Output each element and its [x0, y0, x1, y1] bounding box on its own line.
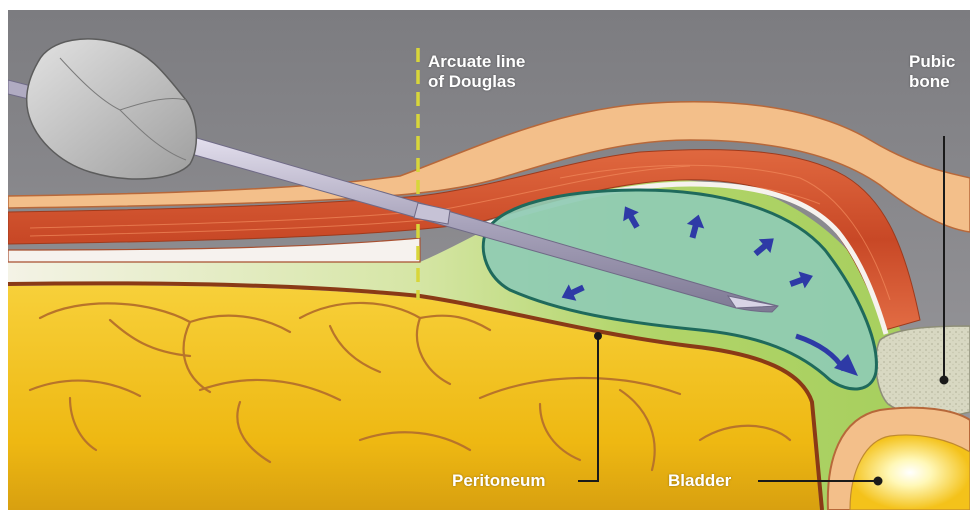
arcuate-line-label: Arcuate line of Douglas — [428, 52, 525, 92]
pubic-bone-label: Pubic bone — [909, 52, 955, 92]
bladder-label: Bladder — [668, 471, 731, 491]
pubic-bone-leader-dot — [941, 377, 948, 384]
peritoneum-label: Peritoneum — [452, 471, 546, 491]
bladder-leader-dot — [875, 478, 882, 485]
pubic-bone — [876, 326, 970, 416]
pubic-bone-label-line2: bone — [909, 72, 955, 92]
peritoneum-leader-dot — [595, 333, 601, 339]
pubic-bone-label-line1: Pubic — [909, 52, 955, 72]
arcuate-line-label-line1: Arcuate line — [428, 52, 525, 72]
arcuate-line-label-line2: of Douglas — [428, 72, 525, 92]
